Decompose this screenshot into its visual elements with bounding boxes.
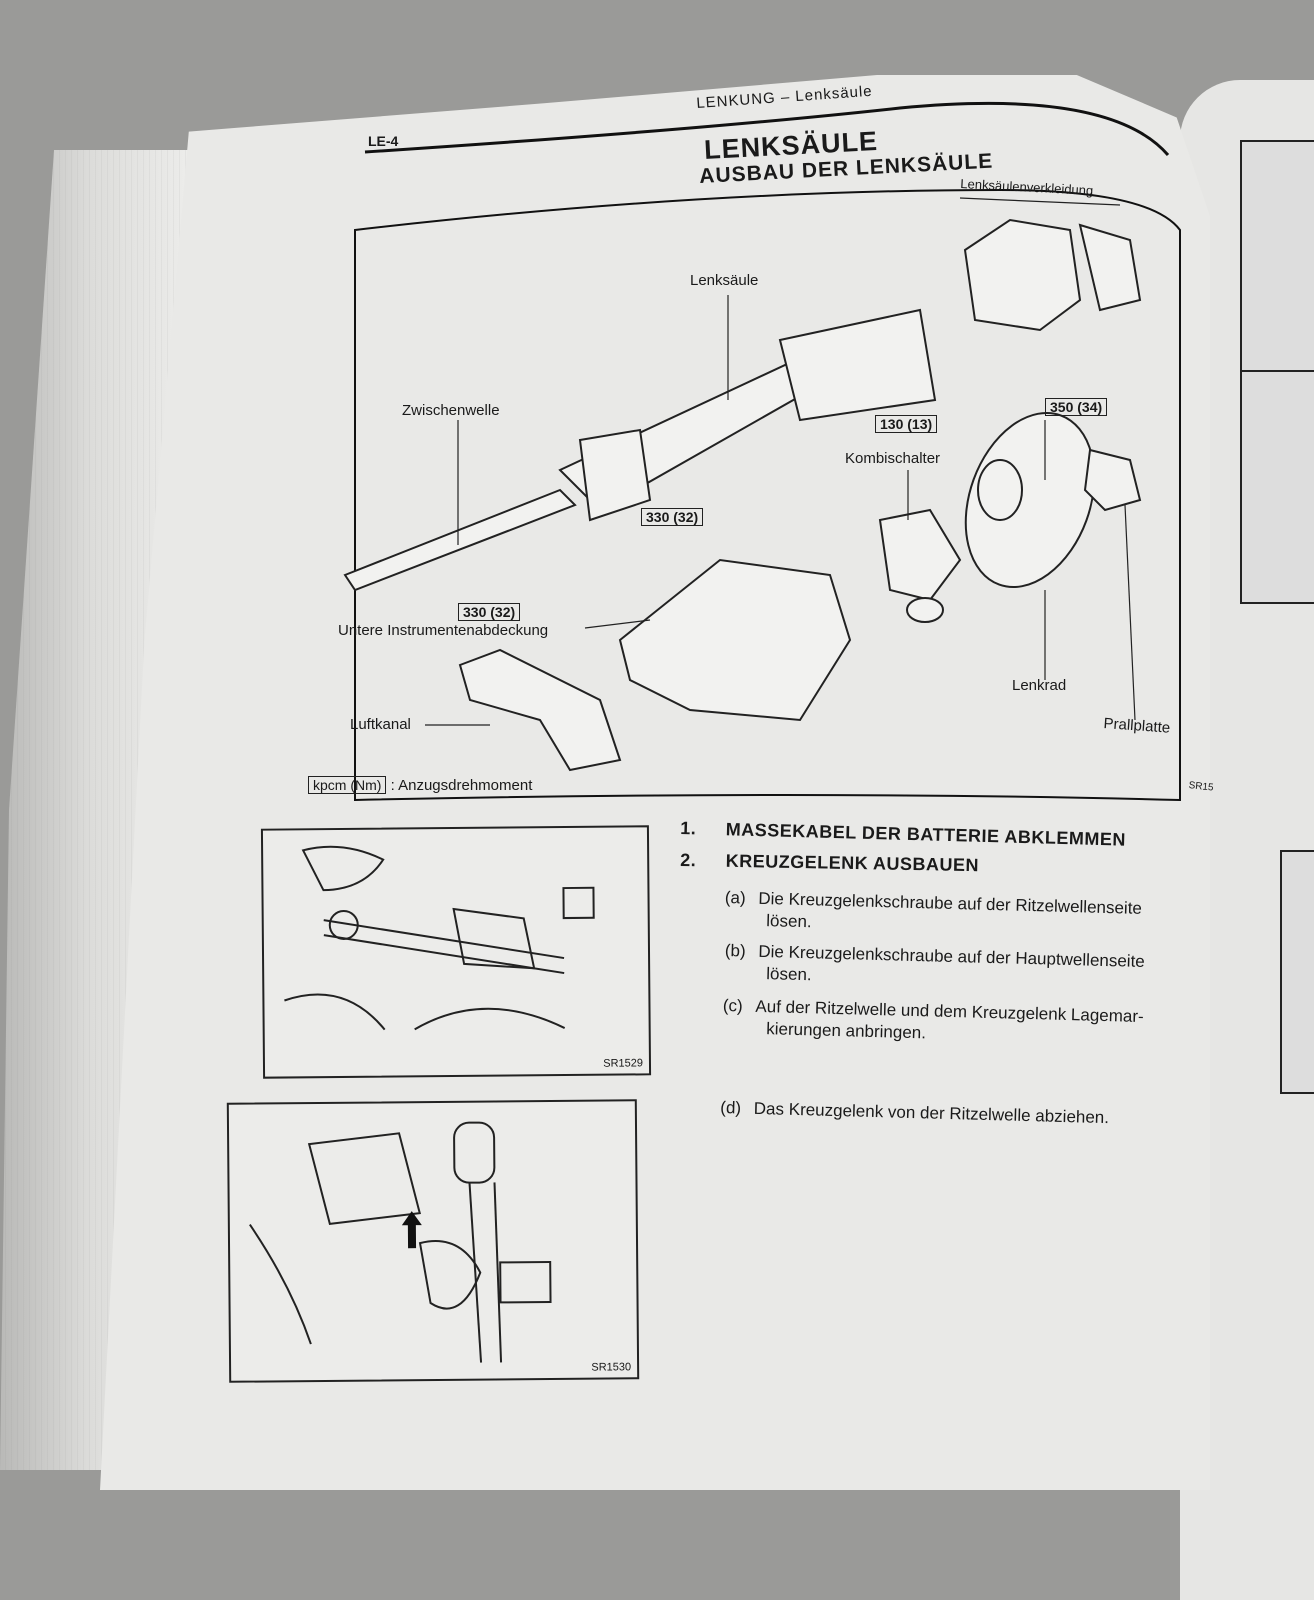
step-title: KREUZGELENK AUSBAUEN — [725, 850, 980, 876]
steering-wheel-drawing — [964, 411, 1096, 589]
step-number: 2. — [680, 850, 697, 871]
figure-2: SR1530 — [226, 1099, 640, 1383]
pad-drawing — [1083, 448, 1142, 512]
substep-key: (c) — [722, 996, 743, 1016]
torque-legend: kpcm (Nm) : Anzugsdrehmoment — [308, 776, 533, 794]
shaft-removal-illustration — [249, 1121, 552, 1363]
label-intermediate-shaft: Zwischenwelle — [402, 402, 500, 419]
arrow-up-icon — [401, 1211, 422, 1249]
label-lower-panel: Untere Instrumentenabdeckung — [338, 622, 549, 639]
torque-label: 330 (32) — [458, 603, 521, 621]
label-air-duct: Luftkanal — [350, 716, 411, 733]
torque-label: 350 (34) — [1045, 398, 1108, 416]
substep-key: (d) — [720, 1098, 742, 1118]
leader-lines — [425, 197, 1136, 726]
figure-1: SR1529 — [260, 825, 652, 1079]
figure-code: SR1529 — [603, 1057, 644, 1070]
label-steering-wheel: Lenkrad — [1012, 677, 1067, 694]
label-combination-switch: Kombischalter — [845, 450, 941, 467]
torque-label: 130 (13) — [875, 415, 938, 433]
label-column: Lenksäule — [690, 272, 759, 289]
opposite-figure — [1280, 850, 1314, 1094]
steering-column-drawing — [343, 218, 1142, 772]
legend-unit-box: kpcm (Nm) — [308, 776, 387, 794]
substep-text: lösen. — [766, 911, 812, 932]
joint-illustration — [284, 845, 595, 1031]
step-number: 1. — [680, 818, 697, 839]
cover-drawing — [963, 218, 1082, 332]
substep-key: (a) — [724, 888, 746, 908]
legend-text: : Anzugsdrehmoment — [390, 777, 533, 794]
diagram-frame — [354, 188, 1181, 802]
page-number: LE-4 — [368, 133, 399, 149]
torque-label: 330 (32) — [641, 508, 704, 526]
substep-text: lösen. — [766, 964, 812, 985]
figure-code: SR1530 — [591, 1361, 632, 1374]
switch-drawing — [878, 508, 962, 602]
substep-key: (b) — [724, 941, 746, 961]
opposite-figure — [1240, 370, 1314, 604]
opposite-figure — [1240, 140, 1314, 414]
lower-panel-drawing — [618, 558, 852, 722]
substep-text: kierungen anbringen. — [766, 1019, 927, 1043]
air-duct-drawing — [458, 648, 622, 772]
